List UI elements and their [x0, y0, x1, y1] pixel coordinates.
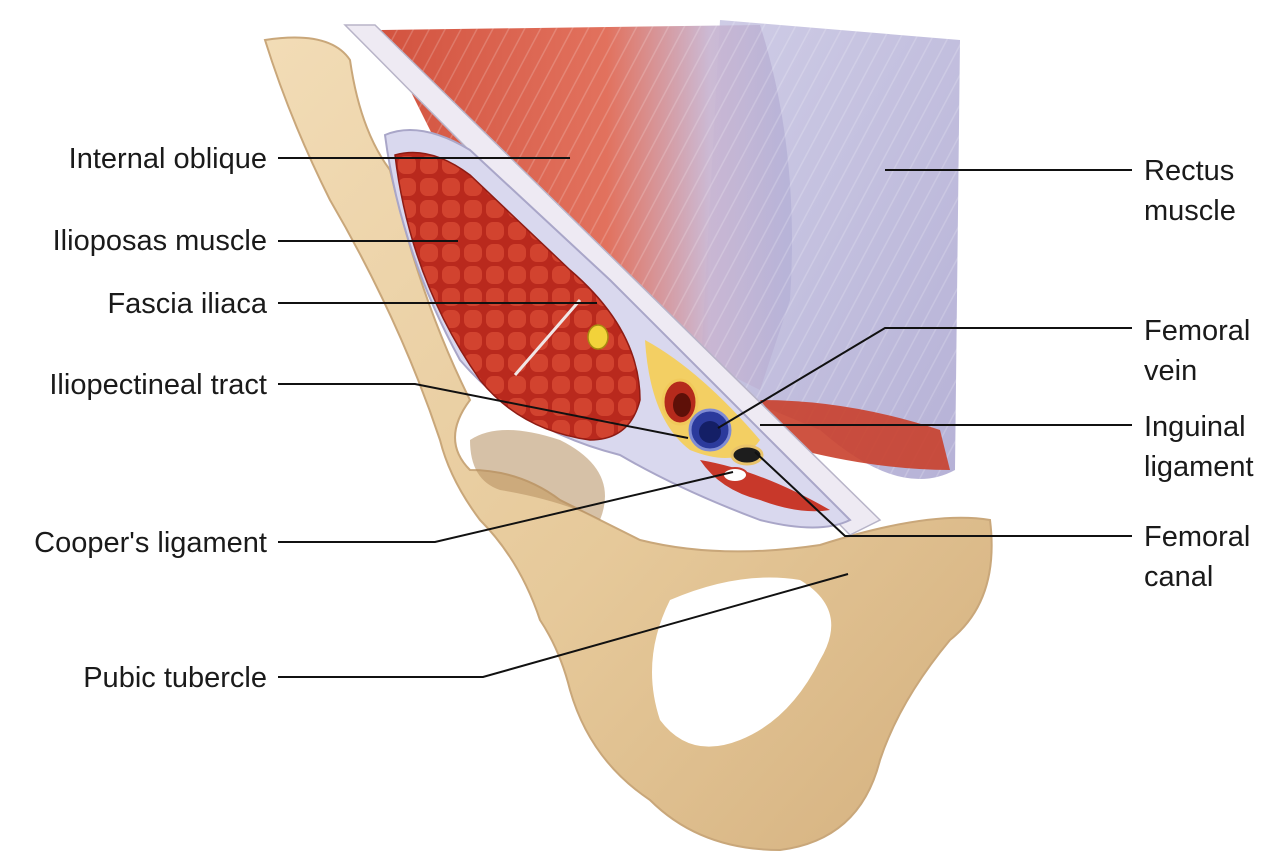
femoral-nerve — [587, 324, 609, 350]
label-coopers-ligament: Cooper's ligament — [34, 527, 267, 559]
label-rectus-muscle-line1: Rectus — [1144, 155, 1235, 187]
obturator-foramen — [652, 577, 832, 747]
label-inguinal-ligament-line2: ligament — [1144, 451, 1254, 483]
label-internal-oblique: Internal oblique — [68, 143, 267, 175]
label-fascia-iliaca: Fascia iliaca — [107, 288, 267, 320]
label-femoral-canal-line2: canal — [1144, 561, 1214, 593]
label-iliopectineal-tract: Iliopectineal tract — [49, 369, 267, 401]
label-femoral-canal-line1: Femoral — [1144, 521, 1251, 553]
label-iliopsoas-muscle: Ilioposas muscle — [52, 225, 267, 257]
label-inguinal-ligament-line1: Inguinal — [1144, 411, 1246, 443]
iliopsoas-muscle-shape — [394, 151, 641, 441]
femoral-canal — [730, 444, 764, 466]
label-rectus-muscle-line2: muscle — [1144, 195, 1236, 227]
label-pubic-tubercle: Pubic tubercle — [83, 662, 267, 694]
label-femoral-vein-line1: Femoral — [1144, 315, 1251, 347]
label-femoral-vein-line2: vein — [1144, 355, 1198, 387]
leader-lines — [278, 157, 1132, 678]
